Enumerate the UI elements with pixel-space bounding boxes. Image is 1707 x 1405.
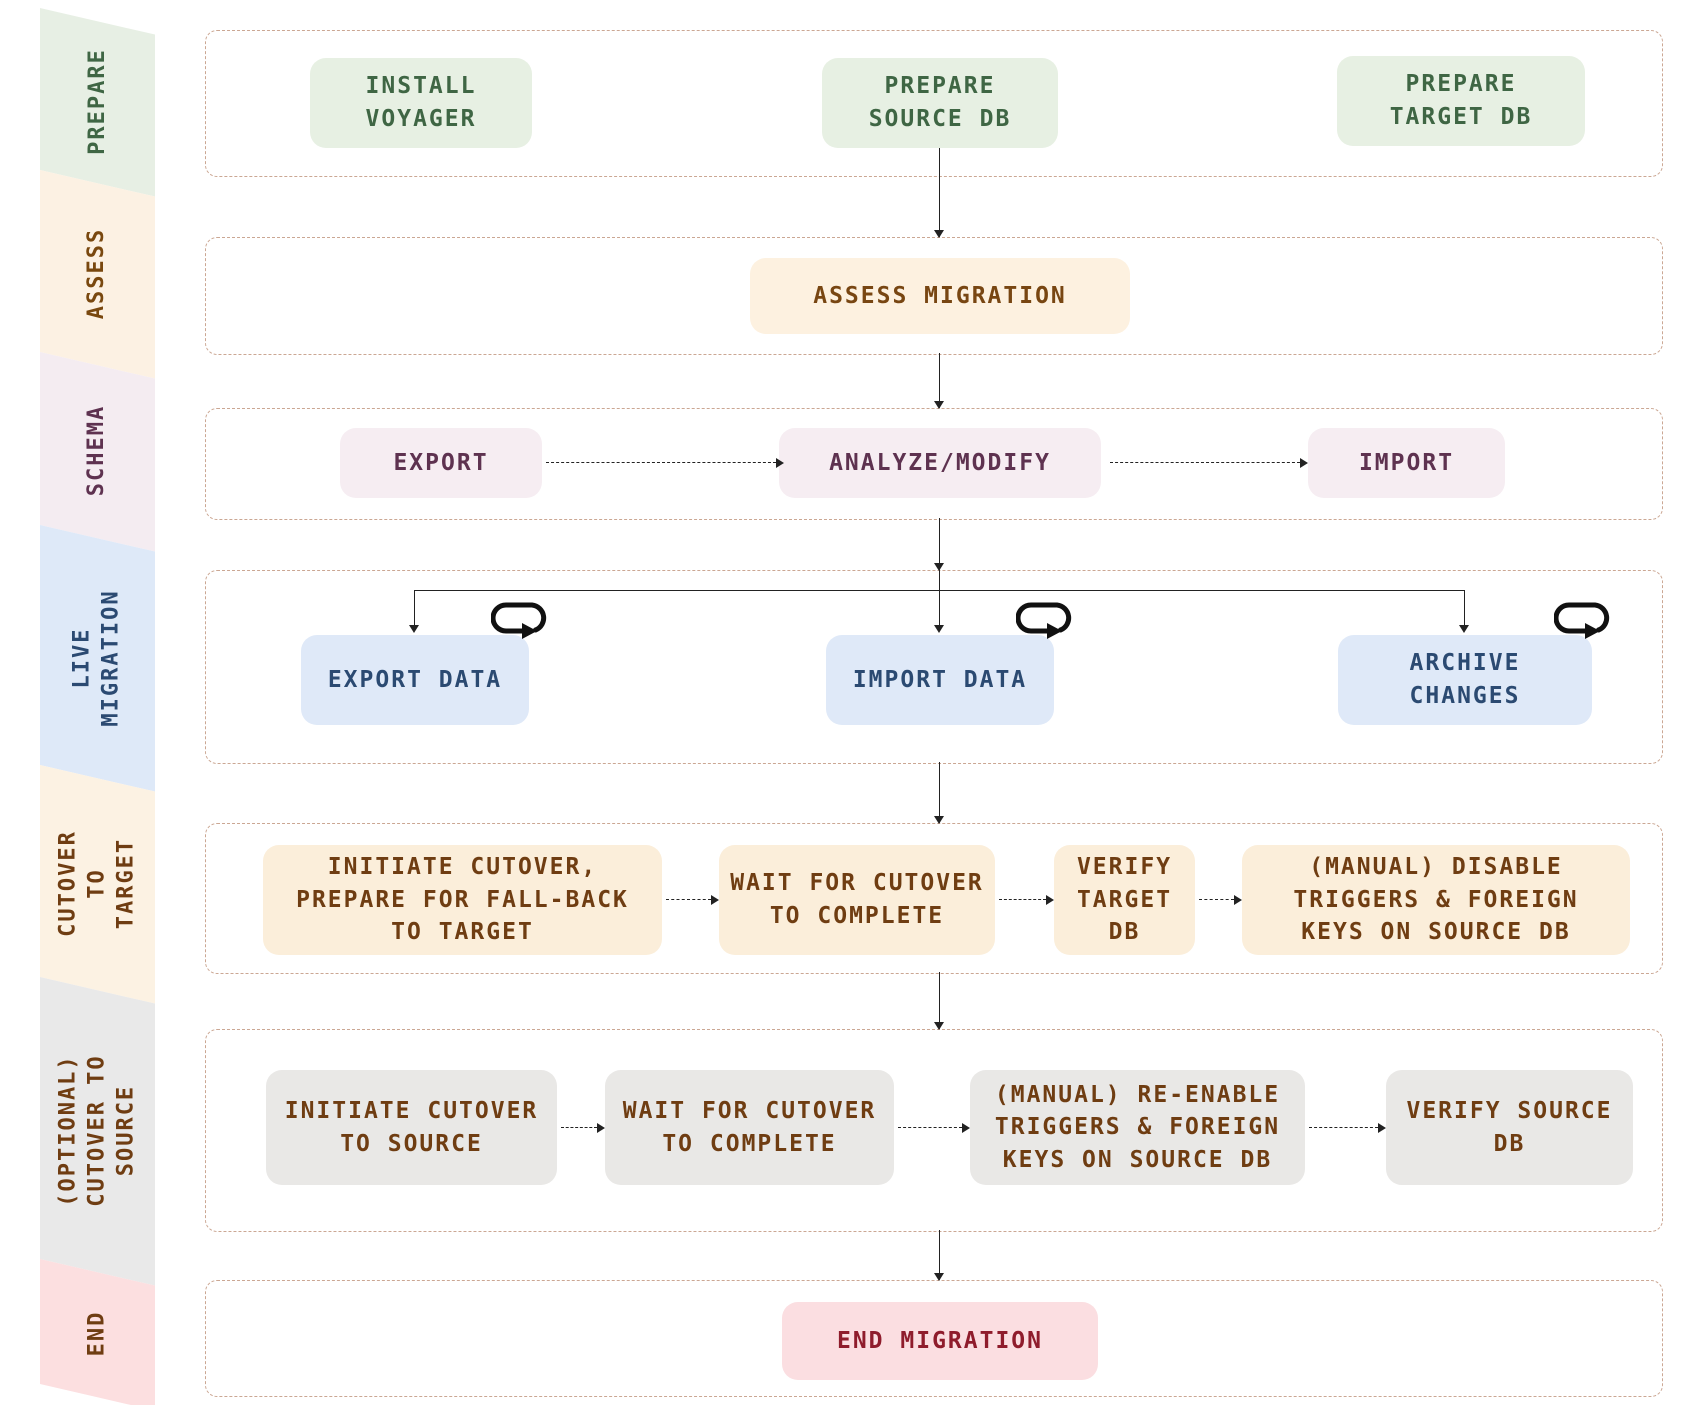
step-label: VERIFY TARGET DB <box>1076 854 1173 946</box>
step-label: END MIGRATION <box>836 1327 1043 1354</box>
step-label: IMPORT <box>1358 449 1455 476</box>
step-label: INITIATE CUTOVER, PREPARE FOR FALL-BACK … <box>296 854 629 946</box>
step-analyze-modify-schema: ANALYZE/MODIFY <box>779 428 1101 498</box>
band-prepare <box>40 8 155 197</box>
step-label: ANALYZE/MODIFY <box>829 449 1051 476</box>
phase-section-prepare <box>205 30 1663 177</box>
connector-prepare-to-assess <box>939 148 940 237</box>
step-verify-target-db: VERIFY TARGET DB <box>1054 845 1195 955</box>
step-install-voyager: INSTALL VOYAGER <box>310 58 532 148</box>
band-cutover-to-target <box>40 765 155 1004</box>
dashed-arrow-export-to-analyze <box>546 462 776 463</box>
arrow-down-icon <box>934 563 944 571</box>
band-live-migration <box>40 525 155 792</box>
step-label: (MANUAL) RE-ENABLE TRIGGERS & FOREIGN KE… <box>994 1081 1281 1173</box>
step-label: WAIT FOR CUTOVER TO COMPLETE <box>730 870 984 929</box>
step-import-schema: IMPORT <box>1308 428 1505 498</box>
branch-drop-export-data <box>414 590 415 626</box>
dashed-arrow-analyze-to-import <box>1110 462 1300 463</box>
step-label: PREPARE SOURCE DB <box>868 73 1012 132</box>
step-label: PREPARE TARGET DB <box>1389 71 1533 130</box>
arrow-right-icon <box>1234 895 1242 905</box>
step-label: ASSESS MIGRATION <box>813 282 1067 309</box>
step-label: (MANUAL) DISABLE TRIGGERS & FOREIGN KEYS… <box>1293 854 1579 946</box>
branch-drop-import-data <box>939 590 940 626</box>
connector-schema-to-live <box>939 518 940 570</box>
arrow-right-icon <box>711 895 719 905</box>
repeat-loop-icon <box>1015 596 1072 640</box>
step-manual-disable-triggers: (MANUAL) DISABLE TRIGGERS & FOREIGN KEYS… <box>1242 845 1630 955</box>
dashed-arrow-initiate-to-wait-source <box>561 1127 597 1128</box>
repeat-loop-icon <box>490 596 547 640</box>
arrow-right-icon <box>1300 458 1308 468</box>
step-archive-changes: ARCHIVE CHANGES <box>1338 635 1592 725</box>
branch-horizontal-line <box>415 590 1465 591</box>
arrow-down-icon <box>934 1022 944 1030</box>
step-label: EXPORT DATA <box>327 666 503 693</box>
step-label: VERIFY SOURCE DB <box>1406 1097 1613 1157</box>
band-end <box>40 1259 155 1405</box>
repeat-loop-icon <box>1553 596 1610 640</box>
step-label: EXPORT <box>393 449 489 476</box>
arrow-down-icon <box>934 1273 944 1281</box>
arrow-right-icon <box>962 1123 970 1133</box>
step-label: INITIATE CUTOVER TO SOURCE <box>284 1097 539 1157</box>
arrow-down-icon <box>1459 625 1469 633</box>
step-assess-migration: ASSESS MIGRATION <box>750 258 1130 334</box>
band-assess <box>40 170 155 379</box>
step-label: WAIT FOR CUTOVER TO COMPLETE <box>622 1097 877 1157</box>
phase-sidebar <box>40 8 155 1405</box>
arrow-right-icon <box>776 458 784 468</box>
band-optional-cutover-to-source <box>40 977 155 1286</box>
step-initiate-cutover-to-target: INITIATE CUTOVER, PREPARE FOR FALL-BACK … <box>263 845 662 955</box>
step-import-data: IMPORT DATA <box>826 635 1054 725</box>
step-wait-for-cutover-source: WAIT FOR CUTOVER TO COMPLETE <box>605 1070 894 1185</box>
step-label: IMPORT DATA <box>852 666 1028 693</box>
connector-cutover-to-optional <box>939 972 940 1029</box>
dashed-arrow-initiate-to-wait-target <box>666 899 711 900</box>
dashed-arrow-reenable-to-verify-source <box>1309 1127 1378 1128</box>
branch-stem-line <box>939 570 940 591</box>
step-export-data: EXPORT DATA <box>301 635 529 725</box>
dashed-arrow-verify-to-disable-triggers <box>1199 899 1234 900</box>
arrow-down-icon <box>934 625 944 633</box>
dashed-arrow-wait-to-verify-target <box>999 899 1046 900</box>
step-manual-reenable-triggers: (MANUAL) RE-ENABLE TRIGGERS & FOREIGN KE… <box>970 1070 1305 1185</box>
dashed-arrow-wait-to-reenable-triggers <box>898 1127 962 1128</box>
step-prepare-target-db: PREPARE TARGET DB <box>1337 56 1585 146</box>
arrow-right-icon <box>1046 895 1054 905</box>
step-label: INSTALL VOYAGER <box>365 73 477 132</box>
connector-assess-to-schema <box>939 353 940 408</box>
step-label: ARCHIVE CHANGES <box>1409 650 1521 709</box>
step-end-migration: END MIGRATION <box>782 1302 1098 1380</box>
arrow-down-icon <box>409 625 419 633</box>
connector-optional-to-end <box>939 1230 940 1280</box>
arrow-right-icon <box>597 1123 605 1133</box>
step-wait-for-cutover-target: WAIT FOR CUTOVER TO COMPLETE <box>719 845 995 955</box>
step-prepare-source-db: PREPARE SOURCE DB <box>822 58 1058 148</box>
step-initiate-cutover-to-source: INITIATE CUTOVER TO SOURCE <box>266 1070 557 1185</box>
band-schema <box>40 352 155 552</box>
branch-drop-archive-changes <box>1464 590 1465 626</box>
connector-live-to-cutover <box>939 762 940 823</box>
arrow-right-icon <box>1378 1123 1386 1133</box>
arrow-down-icon <box>934 401 944 409</box>
arrow-down-icon <box>934 230 944 238</box>
arrow-down-icon <box>934 816 944 824</box>
step-export-schema: EXPORT <box>340 428 542 498</box>
step-verify-source-db: VERIFY SOURCE DB <box>1386 1070 1633 1185</box>
